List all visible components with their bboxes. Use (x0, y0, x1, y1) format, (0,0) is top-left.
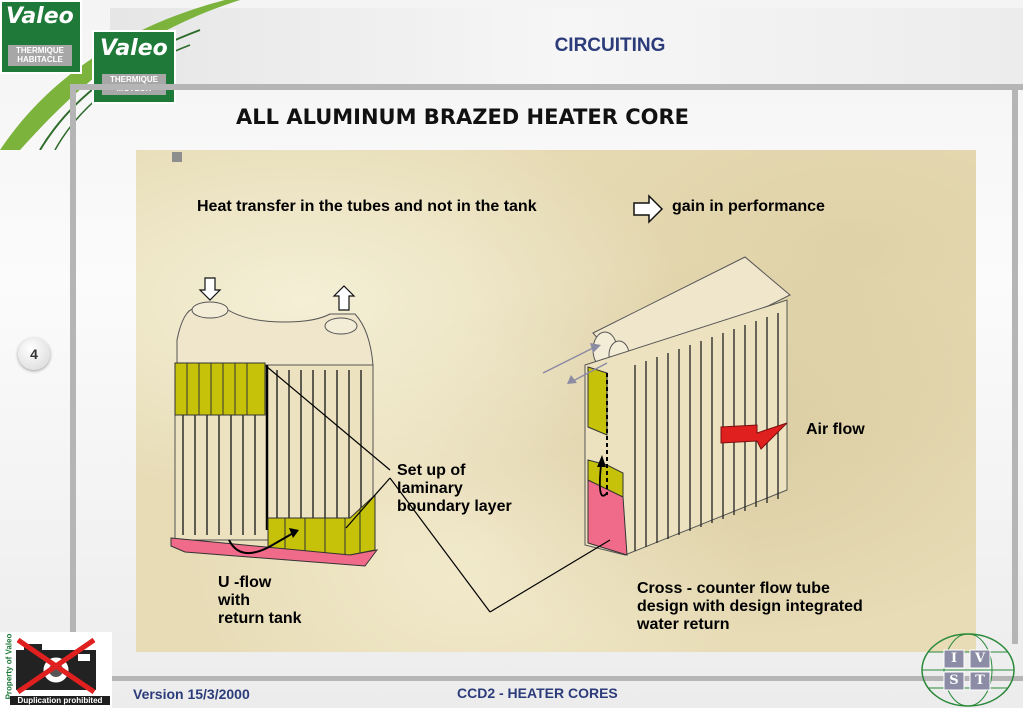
slide-title: ALL ALUMINUM BRAZED HEATER CORE (236, 105, 690, 129)
bullet-square (172, 152, 182, 162)
performance-statement: gain in performance (672, 198, 825, 215)
no-camera-icon (16, 637, 96, 694)
logo-word: Valeo (100, 36, 168, 61)
ivst-globe-logo: I V S T (918, 630, 1018, 708)
logo-sub-line1: THERMIQUE (16, 46, 64, 55)
ivst-letter: I (950, 651, 958, 666)
logo-sub-line1: THERMIQUE (110, 75, 158, 84)
implies-arrow-icon (633, 194, 664, 224)
label-line: Set up of (397, 462, 466, 479)
u-flow-heater-core-diagram (170, 277, 379, 567)
air-flow-label: Air flow (806, 421, 865, 438)
label-line: with (218, 592, 250, 609)
header-title: CIRCUITING (554, 35, 666, 56)
logo-subtitle: THERMIQUE HABITACLE (8, 45, 72, 66)
label-line: laminary (397, 480, 463, 497)
ivst-letter: V (974, 651, 986, 666)
heat-transfer-statement: Heat transfer in the tubes and not in th… (197, 198, 537, 215)
logo-word: Valeo (6, 4, 74, 29)
label-line: boundary layer (397, 498, 512, 515)
laminary-boundary-label: Set up of laminary boundary layer (397, 462, 512, 516)
cross-counter-flow-heater-core-diagram (542, 256, 791, 556)
ivst-letter: T (975, 673, 985, 688)
valeo-logo-habitacle: Valeo THERMIQUE HABITACLE (0, 0, 82, 74)
cross-counter-flow-label: Cross - counter flow tube design with de… (637, 580, 863, 634)
page-number-badge: 4 (18, 338, 50, 370)
footer-center-title: CCD2 - HEATER CORES (457, 685, 618, 701)
footer-version: Version 15/3/2000 (133, 686, 250, 702)
property-text: Property of Valeo (4, 633, 14, 700)
frame-left (70, 84, 76, 644)
header-bar (110, 8, 1023, 86)
label-line: return tank (218, 610, 302, 627)
label-line: design with design integrated (637, 598, 863, 615)
duplication-text: Duplication prohibited (10, 696, 110, 705)
duplication-prohibited-stamp: Property of Valeo Duplication prohibited (0, 632, 112, 708)
globe-icon (921, 633, 1015, 707)
u-flow-label: U -flow with return tank (218, 574, 302, 628)
frame-top (70, 84, 1023, 90)
logo-sub-line2: HABITACLE (17, 55, 63, 64)
label-line: water return (637, 616, 730, 633)
frame-right (1012, 84, 1018, 644)
label-line: Cross - counter flow tube (637, 580, 830, 597)
label-line: U -flow (218, 574, 272, 591)
footer-rule (70, 676, 1023, 681)
ivst-letter: S (949, 673, 959, 688)
